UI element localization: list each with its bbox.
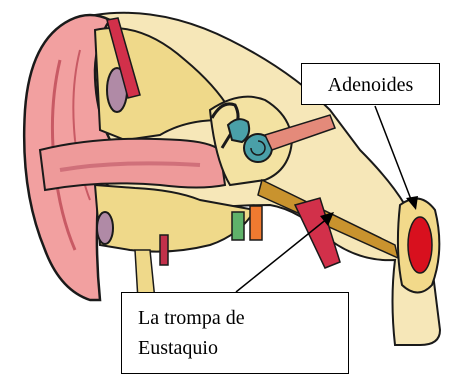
adenoid <box>408 217 432 273</box>
eustachian-tube-label-line2: Eustaquio <box>138 333 348 363</box>
eustachian-tube-label: La trompa de Eustaquio <box>121 292 349 374</box>
green-vessel <box>232 212 244 240</box>
orange-vessel <box>250 206 262 240</box>
adenoides-label: Adenoides <box>301 63 440 105</box>
vestibule <box>228 119 249 142</box>
eustachian-tube-label-line1: La trompa de <box>138 303 348 333</box>
red-vessel <box>160 235 168 265</box>
lower-cartilage <box>97 212 113 244</box>
